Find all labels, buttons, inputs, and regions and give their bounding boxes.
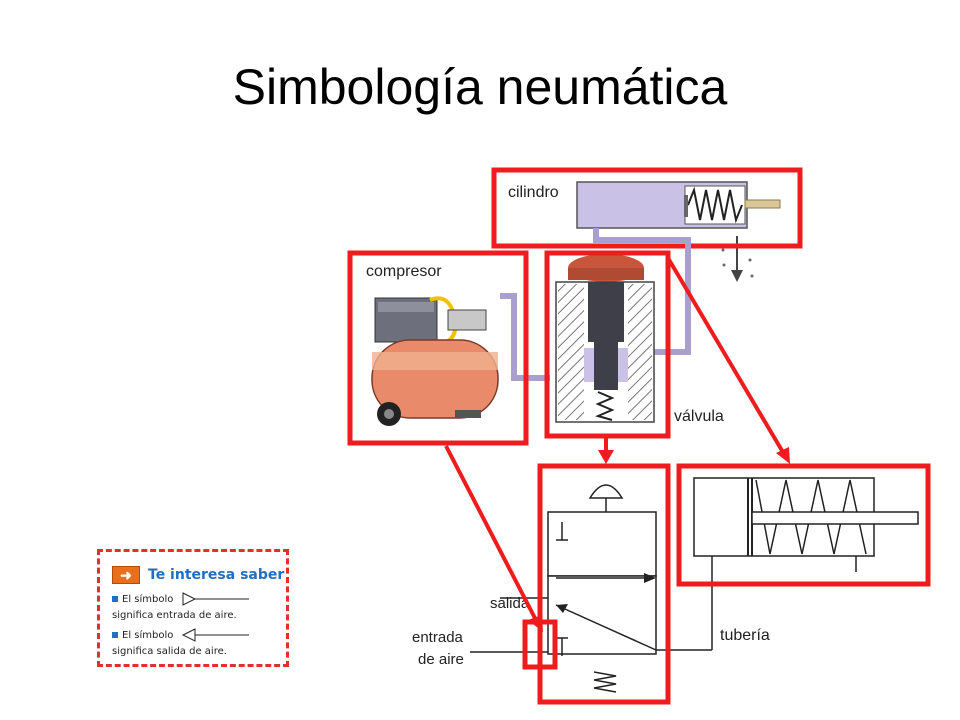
bullet-icon <box>112 632 118 638</box>
cylinder-illustration <box>576 181 781 282</box>
label-valvula: válvula <box>674 408 724 425</box>
label-cilindro: cilindro <box>508 184 559 201</box>
info-item-2: El símbolo <box>112 628 251 642</box>
label-entrada-2: de aire <box>418 651 464 668</box>
air-inlet-symbol-icon <box>182 592 249 606</box>
highlight-valve-symbol <box>537 463 671 705</box>
connector-arrows <box>444 256 790 632</box>
valve-illustration <box>555 254 655 423</box>
highlight-compressor <box>347 250 529 446</box>
highlight-cylinder <box>491 167 803 249</box>
highlight-cylinder-symbol <box>676 463 931 587</box>
info-box: ➜ Te interesa saber El símbolo significa… <box>97 549 289 667</box>
info-item-1-text: significa entrada de aire. <box>112 610 237 621</box>
info-box-header: ➜ Te interesa saber <box>112 566 284 584</box>
info-item-1: El símbolo <box>112 592 251 606</box>
page-title: Simbología neumática <box>232 59 728 115</box>
valve-symbol <box>470 484 713 693</box>
highlight-valve <box>544 250 671 439</box>
bullet-icon <box>112 596 118 602</box>
label-salida: salida <box>490 595 530 612</box>
compressor-illustration <box>371 296 499 426</box>
air-outlet-symbol-icon <box>181 628 249 642</box>
label-tuberia: tubería <box>720 627 770 644</box>
label-entrada-1: entrada <box>412 629 464 646</box>
arrow-icon: ➜ <box>112 566 140 584</box>
label-compresor: compresor <box>366 263 442 280</box>
cylinder-symbol <box>693 477 919 572</box>
info-item-2-text: significa salida de aire. <box>112 646 227 657</box>
info-box-title: Te interesa saber <box>148 567 285 583</box>
